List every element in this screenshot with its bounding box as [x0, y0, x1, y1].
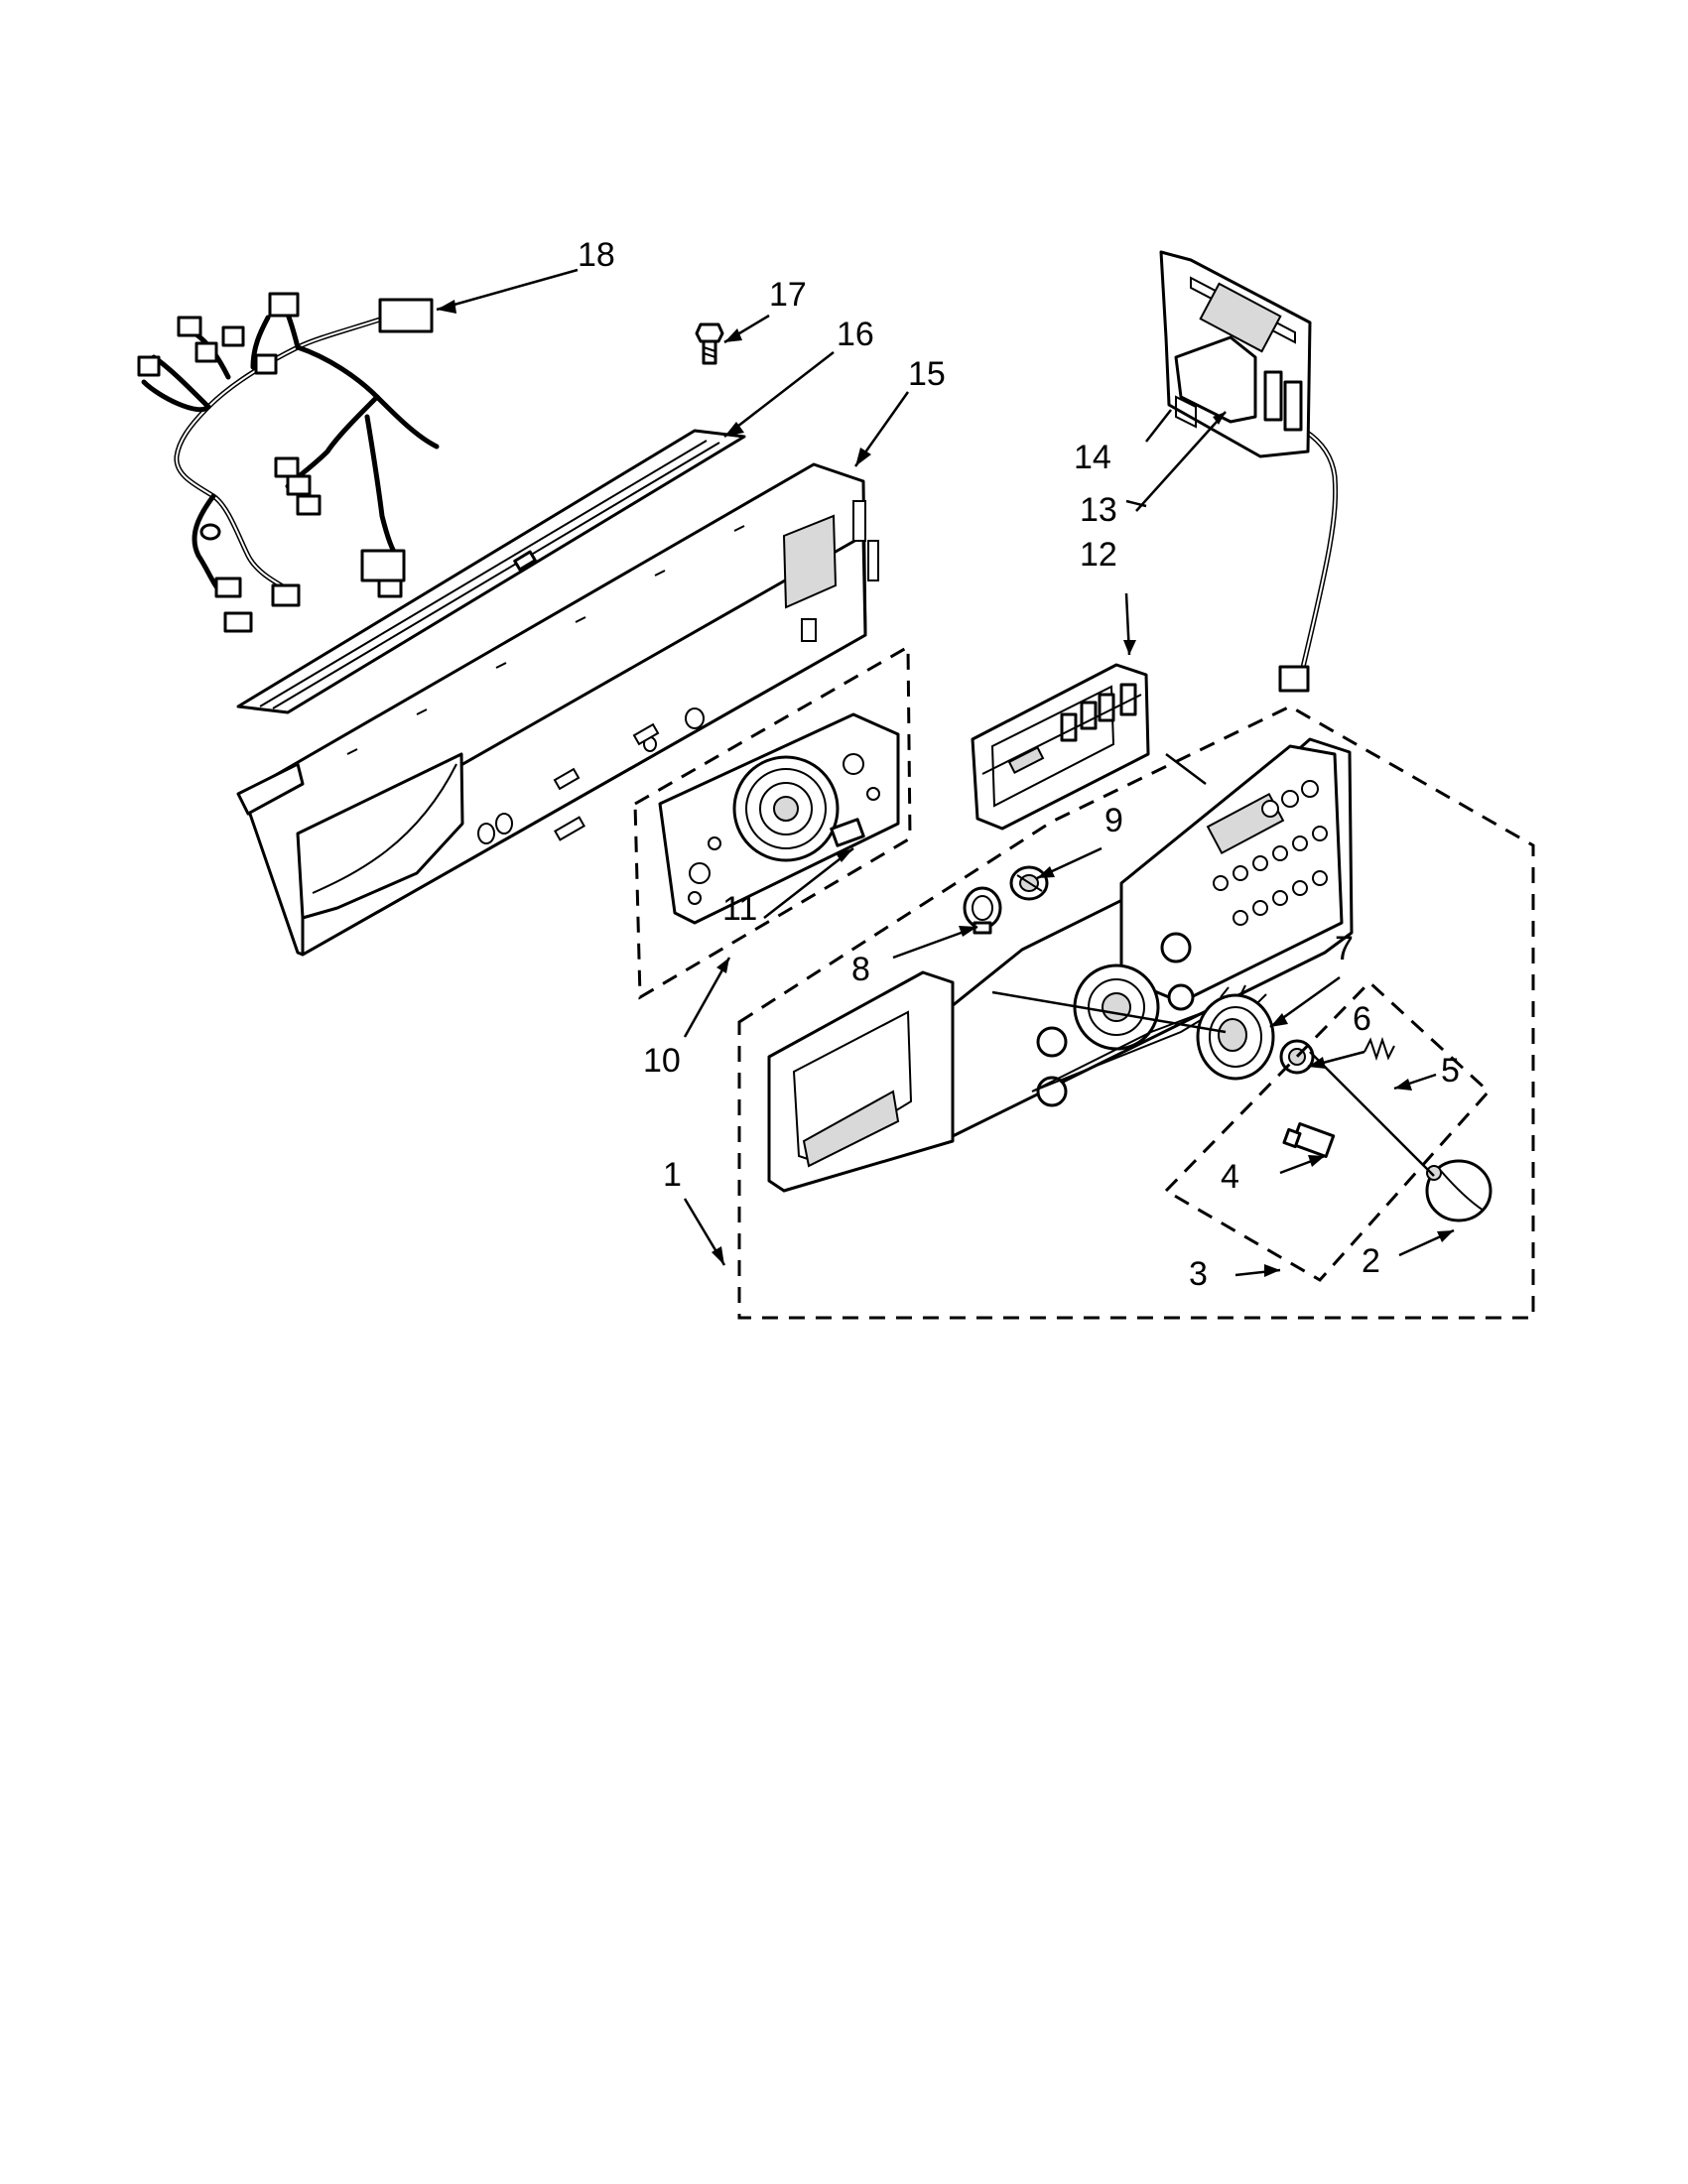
console-back-panel-part	[236, 462, 879, 957]
control-board-part	[971, 663, 1150, 831]
callout-6: 6	[1353, 1000, 1371, 1038]
console-assembly-boundary	[737, 705, 1535, 1320]
callout-10: 10	[643, 1042, 681, 1080]
callout-17: 17	[769, 276, 807, 314]
front-console-part	[767, 737, 1354, 1193]
control-module-part	[1159, 250, 1312, 458]
callout-labels: 1 2 3 4 5 6 7 8 9 10 11 12 13 14 15 16 1…	[578, 236, 1460, 1293]
callout-3: 3	[1189, 1255, 1208, 1293]
callout-1: 1	[663, 1156, 682, 1194]
wire-harness-part	[137, 292, 440, 633]
switch-part	[1282, 1122, 1336, 1158]
spring-part	[1363, 1036, 1395, 1062]
callout-5: 5	[1441, 1052, 1460, 1090]
callout-18: 18	[578, 236, 615, 274]
screw-part	[695, 322, 724, 365]
knob-kit-boundary	[1163, 979, 1492, 1282]
selector-gear-part	[1009, 865, 1049, 901]
control-housing-part	[658, 712, 900, 925]
leader-lines	[436, 268, 1455, 1277]
bezel-ring-part	[1196, 984, 1275, 1081]
callout-4: 4	[1221, 1158, 1239, 1196]
callout-8: 8	[851, 951, 870, 988]
knob-part	[1425, 1159, 1493, 1222]
callout-9: 9	[1104, 802, 1123, 839]
callout-13: 13	[1080, 491, 1117, 529]
callout-12: 12	[1080, 536, 1117, 574]
callout-11: 11	[722, 890, 757, 928]
callout-16: 16	[837, 316, 874, 353]
callout-2: 2	[1362, 1242, 1380, 1280]
callout-15: 15	[908, 355, 946, 393]
callout-14: 14	[1074, 439, 1111, 476]
knob-gear-part	[963, 886, 1002, 935]
callout-7: 7	[1335, 930, 1354, 967]
